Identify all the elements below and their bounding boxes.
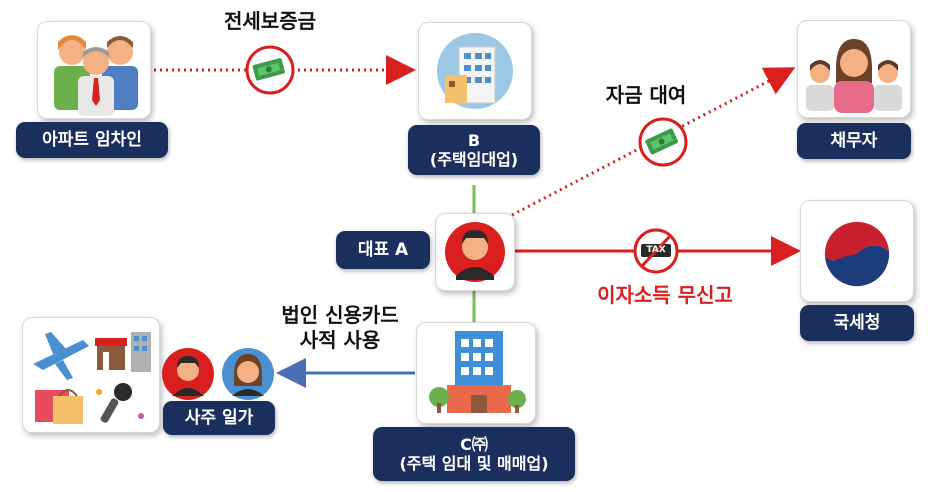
family-label: 사주 일가 [163,401,275,435]
representative-card [435,213,515,291]
c-company-label: C㈜ (주택 임대 및 매매업) [373,427,575,481]
family-avatars [160,346,278,402]
unreported-label: 이자소득 무신고 [597,283,733,307]
money-icon [638,117,688,167]
money-icon [245,45,295,95]
tax-office-label: 국세청 [800,305,914,341]
luxury-items-card [22,317,160,433]
shopping-bag-icon [35,389,83,424]
c-company-card [416,322,536,424]
card-use-line1: 법인 신용카드 [281,303,399,327]
card-use-line2: 사적 사용 [299,328,381,352]
man-avatar-icon [445,222,505,282]
family-avatar-icon [162,348,274,400]
airplane-icon [33,332,89,380]
deposit-label: 전세보증금 [224,9,316,33]
tax-badge-text: TAX [646,245,666,255]
people-group-icon [54,35,138,116]
card-use-label: 법인 신용카드 사적 사용 [250,303,430,353]
debtor-card [797,20,911,118]
debtor-label: 채무자 [797,123,911,159]
microphone-icon [96,383,144,423]
shop-icon [95,332,151,372]
no-tax-icon [633,228,679,274]
luxury-items-icon [33,332,151,424]
office-building-icon [429,331,526,413]
tenant-card [37,21,151,119]
b-company-label: B (주택임대업) [408,125,540,175]
tenant-label: 아파트 임차인 [16,122,168,158]
representative-label: 대표 A [336,231,430,269]
tax-office-card [800,200,914,302]
building-icon [437,33,513,109]
debtor-people-icon [806,39,902,113]
b-company-card [418,22,532,120]
government-logo-icon [824,221,890,287]
loan-label: 자금 대여 [605,83,687,107]
